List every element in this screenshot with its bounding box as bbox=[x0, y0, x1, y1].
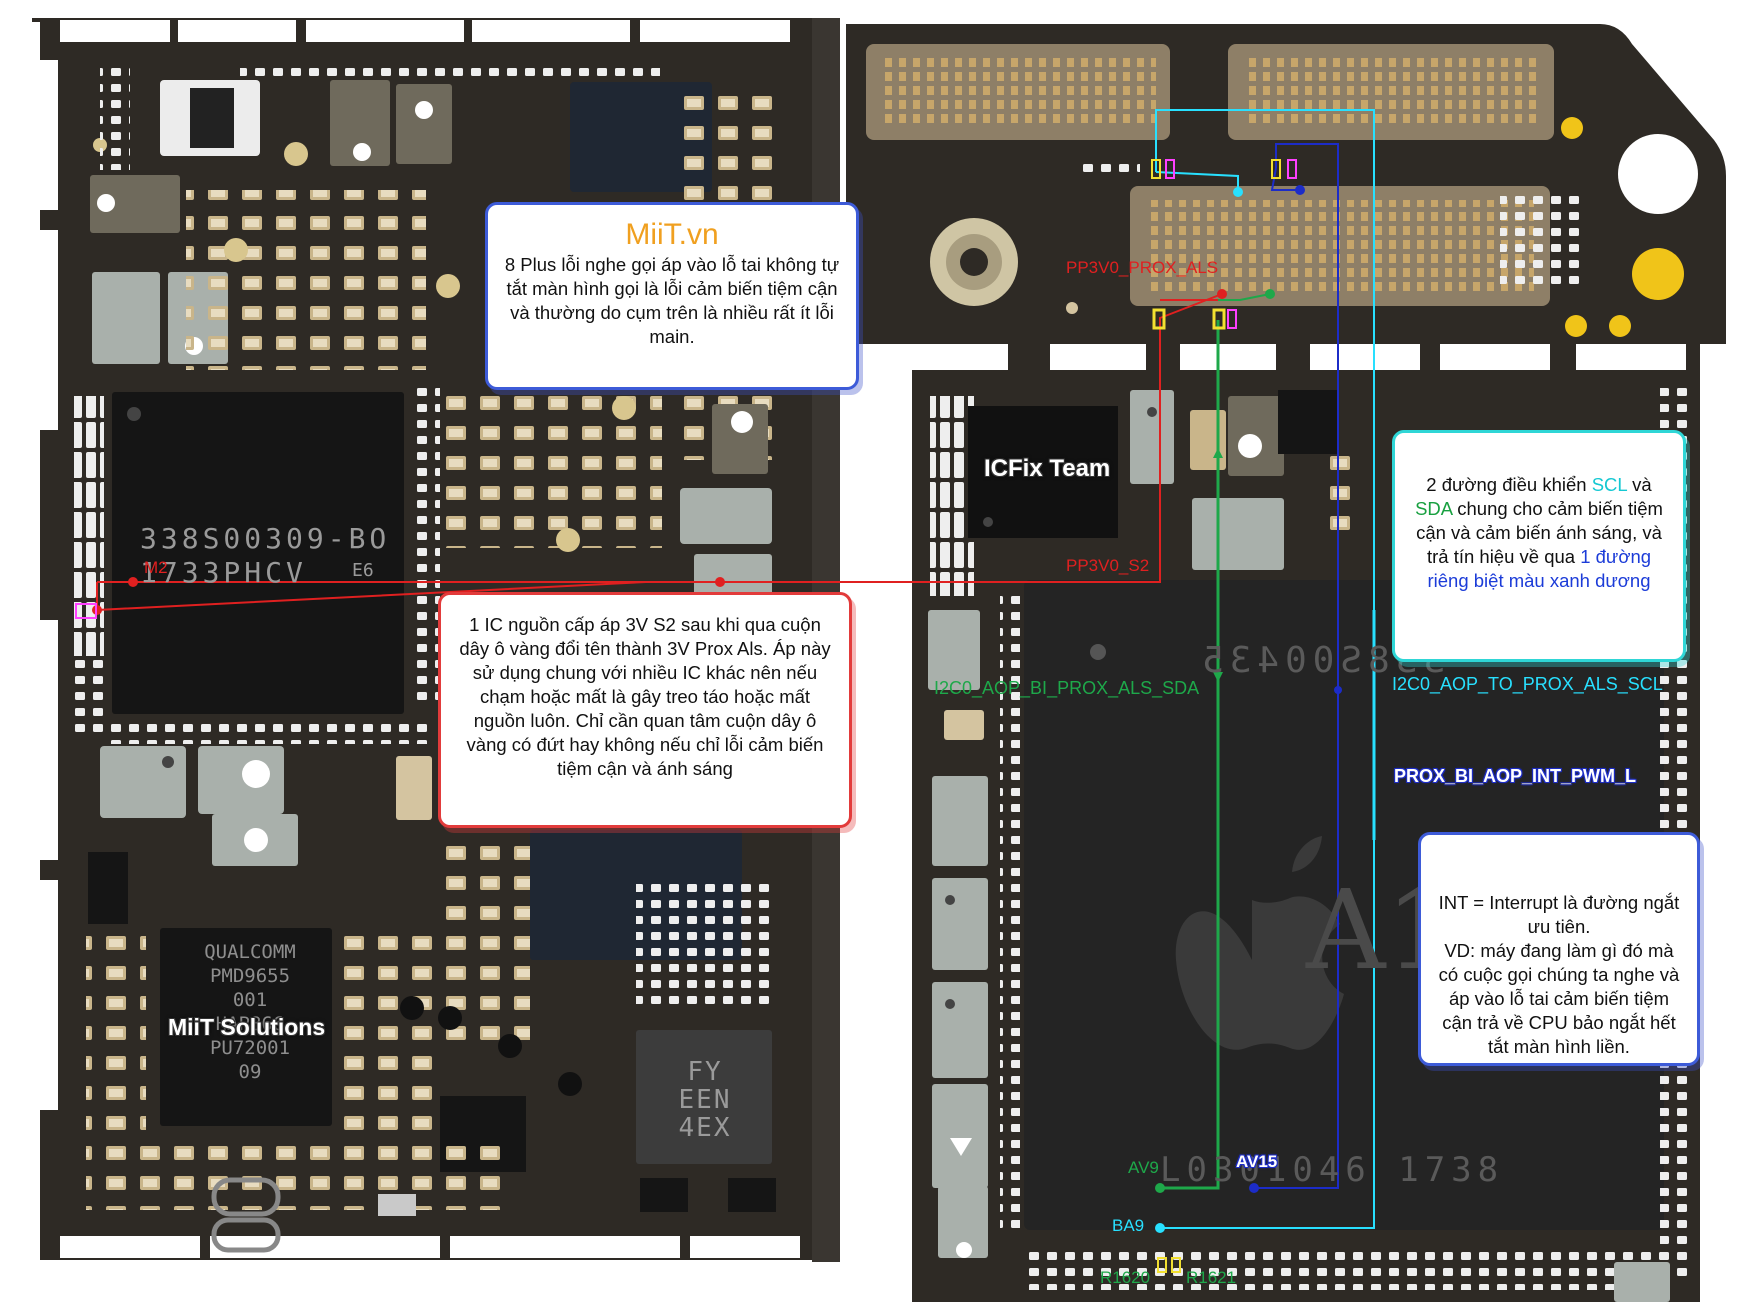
miit-intro-callout: MiiT.vn 8 Plus lỗi nghe gọi áp vào lỗ ta… bbox=[485, 202, 859, 390]
sda-trace-branch bbox=[1218, 293, 1271, 301]
m2-point bbox=[128, 577, 138, 587]
icfix-team-watermark: ICFix Team bbox=[984, 455, 1111, 482]
ba9-label: BA9 bbox=[1112, 1216, 1145, 1235]
qualcomm-line: PU72001 bbox=[209, 1037, 291, 1059]
fy-line: EEN bbox=[678, 1085, 732, 1115]
intro-text: 8 Plus lỗi nghe gọi áp vào lỗ tai không … bbox=[504, 254, 840, 347]
qualcomm-line: QUALCOMM bbox=[204, 941, 296, 963]
test-points bbox=[75, 159, 1342, 1273]
ba9-point bbox=[1155, 1223, 1165, 1233]
av15-point bbox=[1249, 1183, 1259, 1193]
bus-text-3: chung cho cảm biến tiệm cận và cảm biến … bbox=[1416, 498, 1663, 567]
scl-trace-branch bbox=[1155, 171, 1239, 192]
blue-line-highlight: 1 đường riêng biệt màu xanh dương bbox=[1427, 546, 1652, 591]
r1620-label: R1620 bbox=[1100, 1268, 1151, 1287]
miit-brand: MiiT.vn bbox=[625, 218, 719, 251]
av9-point bbox=[1155, 1183, 1165, 1193]
miit-solutions-watermark: MiiT Solutions bbox=[168, 1014, 326, 1040]
pmu-marking-3: E6 bbox=[352, 560, 374, 581]
power-ic-callout: 1 IC nguồn cấp áp 3V S2 sau khi qua cuộn… bbox=[438, 592, 852, 828]
i2c-bus-callout: 2 đường điều khiển SCL và SDA chung cho … bbox=[1392, 430, 1686, 662]
fy-marking: FY EEN 4EX bbox=[660, 1058, 750, 1142]
int-label: PROX_BI_AOP_INT_PWM_L bbox=[1394, 766, 1637, 786]
av15-label: AV15 bbox=[1236, 1152, 1278, 1171]
qualcomm-marking: QUALCOMM PMD9655 001 HAP866 PU72001 09 bbox=[186, 940, 314, 1084]
interrupt-text: INT = Interrupt là đường ngắt ưu tiên. V… bbox=[1438, 892, 1680, 1057]
qualcomm-line: PMD9655 bbox=[209, 965, 291, 987]
sda-highlight: SDA bbox=[1415, 498, 1453, 519]
sda-trace bbox=[1160, 320, 1220, 1190]
m2-label: M2 bbox=[144, 558, 168, 577]
scl-trace bbox=[1155, 109, 1375, 1229]
power-ic-text: 1 IC nguồn cấp áp 3V S2 sau khi qua cuộn… bbox=[459, 614, 831, 779]
pp3v0-prox-als-label: PP3V0_PROX_ALS bbox=[1066, 258, 1219, 277]
qualcomm-line: 09 bbox=[238, 1061, 262, 1083]
fy-line: 4EX bbox=[678, 1113, 732, 1143]
qualcomm-line: HAP866 bbox=[215, 1013, 285, 1035]
fy-line: FY bbox=[687, 1057, 723, 1087]
qualcomm-line: 001 bbox=[232, 989, 268, 1011]
bus-text-1: 2 đường điều khiển bbox=[1426, 474, 1592, 495]
scl-highlight: SCL bbox=[1591, 474, 1628, 495]
cpu-marking-row2: L0301046 1738 bbox=[1160, 1150, 1505, 1190]
pmu-marking-2: 1733PHCV bbox=[140, 556, 307, 589]
r1621-label: R1621 bbox=[1186, 1268, 1237, 1287]
int-trace-branch bbox=[1270, 167, 1300, 191]
pp3v0-s2-label: PP3V0_S2 bbox=[1066, 556, 1150, 575]
pmu-marking-1: 338S00309-BO bbox=[140, 522, 391, 555]
interrupt-callout: INT = Interrupt là đường ngắt ưu tiên. V… bbox=[1418, 832, 1700, 1066]
sda-label: I2C0_AOP_BI_PROX_ALS_SDA bbox=[934, 678, 1200, 698]
scl-label: I2C0_AOP_TO_PROX_ALS_SCL bbox=[1392, 674, 1663, 694]
trace-lines bbox=[96, 109, 1376, 1229]
bus-text-2: và bbox=[1627, 474, 1652, 495]
av9-label: AV9 bbox=[1128, 1158, 1159, 1177]
int-trace bbox=[1254, 143, 1339, 1189]
